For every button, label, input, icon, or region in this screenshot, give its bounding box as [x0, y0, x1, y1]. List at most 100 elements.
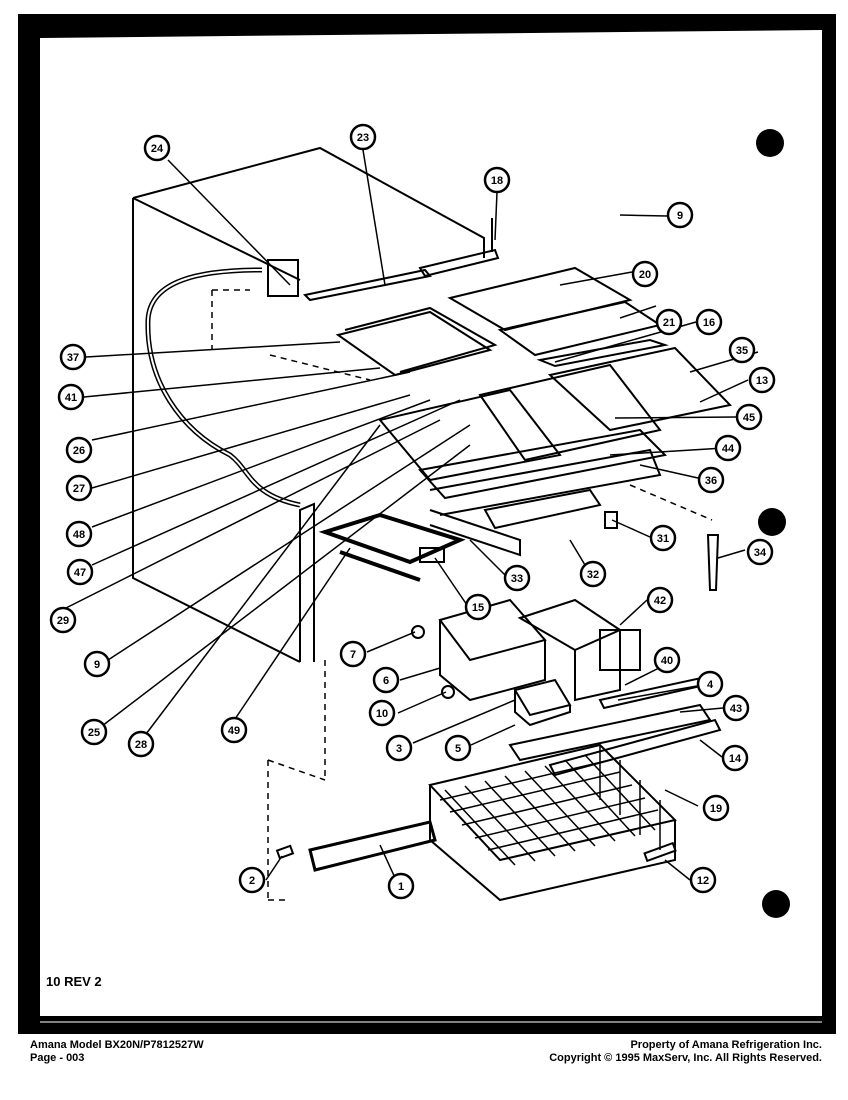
- callout-number: 42: [654, 595, 666, 607]
- callout-29: 29: [49, 606, 77, 634]
- callout-bubble: [372, 666, 400, 694]
- callout-number: 9: [94, 659, 100, 671]
- callout-44: 44: [714, 434, 742, 462]
- callout-12: 12: [689, 866, 717, 894]
- callout-number: 35: [736, 345, 748, 357]
- callout-45: 45: [735, 403, 763, 431]
- callout-number: 16: [703, 317, 715, 329]
- callout-37: 37: [59, 343, 87, 371]
- callout-number: 24: [151, 143, 164, 155]
- callout-bubble: [59, 343, 87, 371]
- callout-bubble: [728, 336, 756, 364]
- callout-bubble: [503, 564, 531, 592]
- punch-hole: [756, 129, 784, 157]
- callout-number: 20: [639, 269, 651, 281]
- callout-6: 6: [372, 666, 400, 694]
- callout-number: 14: [729, 753, 742, 765]
- callout-bubble: [66, 558, 94, 586]
- callout-9: 9: [83, 650, 111, 678]
- page-number: Page - 003: [30, 1052, 85, 1064]
- callout-bubble: [83, 650, 111, 678]
- callout-number: 6: [383, 675, 389, 687]
- callout-bubble: [689, 866, 717, 894]
- property-notice: Property of Amana Refrigeration Inc.: [630, 1039, 822, 1051]
- callout-5: 5: [444, 734, 472, 762]
- callout-40: 40: [653, 646, 681, 674]
- callout-bubble: [220, 716, 248, 744]
- callout-number: 32: [587, 569, 599, 581]
- callout-19: 19: [702, 794, 730, 822]
- callout-bubble: [349, 123, 377, 151]
- callout-number: 31: [657, 533, 669, 545]
- callout-number: 9: [677, 210, 683, 222]
- callout-bubble: [127, 730, 155, 758]
- callout-number: 41: [65, 392, 77, 404]
- callout-bubble: [746, 538, 774, 566]
- callout-number: 34: [754, 547, 767, 559]
- callout-number: 1: [398, 881, 404, 893]
- callout-number: 29: [57, 615, 69, 627]
- callout-42: 42: [646, 586, 674, 614]
- callout-25: 25: [80, 718, 108, 746]
- callout-7: 7: [339, 640, 367, 668]
- callout-number: 7: [350, 649, 356, 661]
- callout-bubble: [65, 474, 93, 502]
- callout-number: 10: [376, 708, 388, 720]
- callout-32: 32: [579, 560, 607, 588]
- callout-3: 3: [385, 734, 413, 762]
- revision-label: 10 REV 2: [46, 974, 102, 989]
- footer-left: Amana Model BX20N/P7812527W Page - 003: [30, 1039, 204, 1065]
- callout-bubble: [49, 606, 77, 634]
- callout-bubble: [339, 640, 367, 668]
- callout-34: 34: [746, 538, 774, 566]
- callout-bubble: [735, 403, 763, 431]
- copyright-notice: Copyright © 1995 MaxServ, Inc. All Right…: [549, 1052, 822, 1064]
- callout-number: 48: [73, 529, 85, 541]
- callout-number: 4: [707, 679, 714, 691]
- callout-number: 18: [491, 175, 503, 187]
- callout-15: 15: [464, 593, 492, 621]
- callout-bubble: [722, 694, 750, 722]
- callout-35: 35: [728, 336, 756, 364]
- callout-number: 43: [730, 703, 742, 715]
- callout-number: 44: [722, 443, 735, 455]
- callout-number: 5: [455, 743, 461, 755]
- callout-1: 1: [387, 872, 415, 900]
- callout-bubble: [65, 436, 93, 464]
- callout-bubble: [646, 586, 674, 614]
- callout-10: 10: [368, 699, 396, 727]
- callout-36: 36: [697, 466, 725, 494]
- callout-number: 19: [710, 803, 722, 815]
- callout-28: 28: [127, 730, 155, 758]
- callout-number: 36: [705, 475, 717, 487]
- callout-26: 26: [65, 436, 93, 464]
- callout-2: 2: [238, 866, 266, 894]
- callout-16: 16: [695, 308, 723, 336]
- callout-number: 13: [756, 375, 768, 387]
- callout-20: 20: [631, 260, 659, 288]
- punch-hole: [758, 508, 786, 536]
- callout-14: 14: [721, 744, 749, 772]
- callout-31: 31: [649, 524, 677, 552]
- callout-27: 27: [65, 474, 93, 502]
- cabinet-drawing: [132, 146, 732, 902]
- callout-bubble: [368, 699, 396, 727]
- callout-number: 27: [73, 483, 85, 495]
- callout-bubble: [655, 308, 683, 336]
- callout-number: 2: [249, 875, 255, 887]
- callout-number: 37: [67, 352, 79, 364]
- callout-bubble: [653, 646, 681, 674]
- callout-43: 43: [722, 694, 750, 722]
- callout-number: 33: [511, 573, 523, 585]
- callout-bubble: [65, 520, 93, 548]
- callout-number: 28: [135, 739, 147, 751]
- callout-bubble: [748, 366, 776, 394]
- callout-bubble: [238, 866, 266, 894]
- callout-number: 21: [663, 317, 675, 329]
- callout-bubble: [697, 466, 725, 494]
- callout-bubble: [464, 593, 492, 621]
- callout-bubble: [483, 166, 511, 194]
- callout-bubble: [57, 383, 85, 411]
- callout-number: 23: [357, 132, 369, 144]
